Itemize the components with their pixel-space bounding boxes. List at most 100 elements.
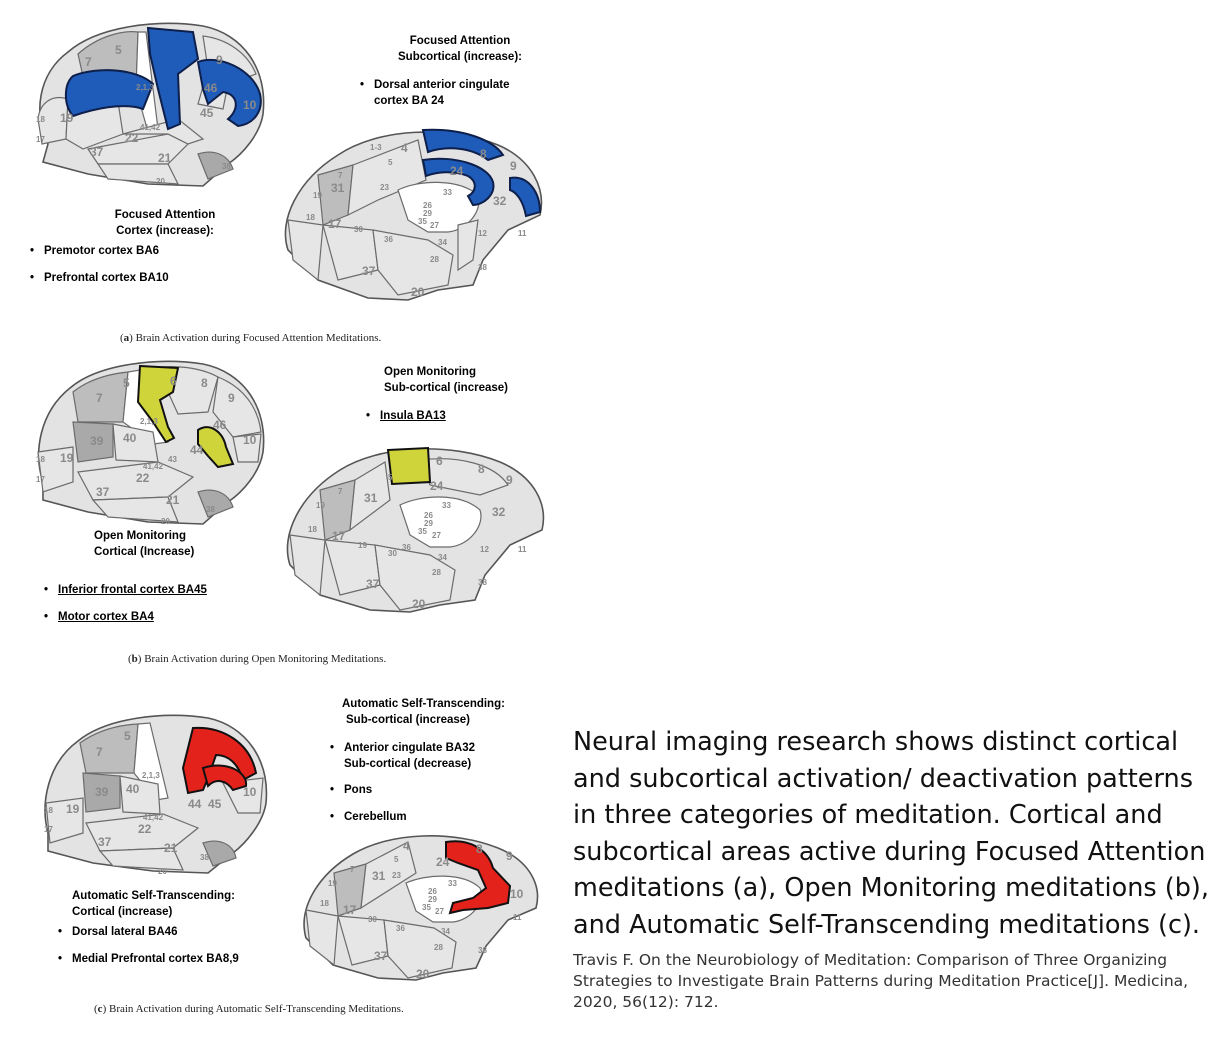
list-item: Dorsal lateral BA46 [58, 924, 298, 940]
med-b-label: 26 [424, 511, 433, 520]
med-a-label: 8 [480, 147, 487, 161]
lat-a-label: 45 [200, 106, 214, 120]
lat-a-label: 38 [222, 162, 231, 171]
med-b-label: 29 [424, 519, 433, 528]
lat-c-label: 39 [95, 785, 109, 799]
label-a-cortical-title: Focused Attention Cortex (increase): [30, 207, 260, 239]
label-c-subcortical-title: Automatic Self-Transcending: Sub-cortica… [330, 696, 560, 728]
label-a-cortical: Focused Attention Cortex (increase): Pre… [30, 207, 260, 297]
lat-c-label: 17 [44, 825, 53, 834]
caption-text: Brain Activation during Focused Attentio… [132, 332, 382, 344]
med-c-label: 26 [428, 887, 437, 896]
lat-a-label: 20 [156, 177, 165, 186]
med-b-label: 34 [438, 553, 447, 562]
med-c-label: 29 [428, 895, 437, 904]
caption-letter: b [131, 653, 138, 665]
med-a-label: 11 [518, 229, 527, 238]
med-c-label: 30 [368, 915, 377, 924]
lat-b-label: 41,42 [143, 462, 164, 471]
medial-brain-diagram-a: 1-3 4 8 9 31 23 33 32 26 29 35 27 19 18 … [278, 120, 548, 305]
med-b-label: 38 [478, 578, 487, 587]
lat-c-label: 41,42 [143, 813, 164, 822]
title-line: Cortical (Increase) [94, 546, 195, 558]
med-c-label: 18 [320, 899, 329, 908]
lat-a-label: 9 [216, 53, 223, 67]
med-b-label: 37 [366, 577, 380, 591]
med-a-label: 20 [411, 285, 425, 299]
caption-letter: a [123, 332, 130, 344]
medial-brain-diagram-c: 4 8 9 24 33 10 31 23 26 29 35 27 19 18 1… [298, 828, 543, 988]
med-c-label: 27 [435, 907, 444, 916]
lat-b-label: 2,1,3 [140, 417, 158, 426]
lat-b-label: 6 [170, 374, 177, 388]
lat-b-label: 18 [36, 455, 45, 464]
lat-a-label: 46 [204, 81, 218, 95]
lat-c-label: 44 [188, 797, 202, 811]
med-c-label: 33 [448, 879, 457, 888]
lat-b-label: 21 [166, 493, 180, 507]
lat-b-label: 5 [123, 376, 130, 390]
label-a-subcortical: Focused Attention Subcortical (increase)… [360, 33, 560, 109]
lat-b-label: 17 [36, 475, 45, 484]
lat-a-label: 22 [125, 131, 139, 145]
lat-c-label: 37 [98, 835, 112, 849]
med-a-label: 33 [443, 188, 452, 197]
medial-brain-diagram-b: 6 8 9 24 33 32 26 29 35 27 31 19 18 17 1… [280, 440, 550, 615]
med-c-label: 9 [506, 849, 513, 863]
list-item: Pons [330, 782, 560, 798]
med-b-label: 7 [338, 487, 343, 496]
lat-b-label: 20 [161, 517, 170, 526]
med-c-label: 7 [350, 865, 355, 874]
lat-b-label: 38 [206, 505, 215, 514]
med-b-label: 5 [388, 473, 393, 482]
caption-letter: c [97, 1003, 103, 1015]
lat-b-label: 46 [213, 418, 227, 432]
lat-a-label: 41,42 [140, 123, 161, 132]
panel-b: 5 6 8 7 9 46 10 44 39 40 2,1,3 18 19 41,… [0, 352, 560, 682]
med-b-label: 17 [332, 529, 346, 543]
label-b-cortical-list: Inferior frontal cortex BA45 Motor corte… [44, 582, 274, 625]
list-item: Premotor cortex BA6 [30, 243, 260, 259]
lat-c-label: 19 [66, 802, 80, 816]
med-a-label: 19 [313, 191, 322, 200]
med-a-label: 37 [362, 264, 376, 278]
lat-c-label: 40 [126, 782, 140, 796]
label-c-cortical: Automatic Self-Transcending: Cortical (i… [58, 888, 298, 978]
list-item: Medial Prefrontal cortex BA8,9 [58, 951, 298, 967]
lat-c-label: 18 [44, 806, 53, 815]
lat-c-label: 38 [200, 853, 209, 862]
reference-citation: Travis F. On the Neurobiology of Meditat… [573, 951, 1189, 1011]
med-c-label: 8 [476, 842, 483, 856]
lat-c-label: 45 [208, 797, 222, 811]
med-c-label: 37 [374, 949, 388, 963]
label-b-cortical: Open Monitoring Cortical (Increase) Infe… [44, 528, 274, 636]
caption-text: Brain Activation during Automatic Self-T… [106, 1003, 404, 1015]
med-c-label: 23 [392, 871, 401, 880]
med-b-label: 36 [402, 543, 411, 552]
lat-c-label: 10 [243, 785, 257, 799]
title-line: Focused Attention [409, 35, 511, 47]
lat-b-label: 37 [96, 485, 110, 499]
lat-a-label: 5 [115, 43, 122, 57]
lateral-brain-diagram-b: 5 6 8 7 9 46 10 44 39 40 2,1,3 18 19 41,… [28, 352, 278, 527]
item-text: Anterior cingulate BA32 [344, 742, 475, 754]
item-text: Sub-cortical (decrease) [344, 758, 472, 770]
item-text: Dorsal anterior cingulate [374, 79, 510, 91]
list-item: Cerebellum [330, 809, 560, 825]
title-line: Subcortical (increase): [398, 51, 522, 63]
title-line: Sub-cortical (increase) [384, 382, 508, 394]
med-c-label: 10 [510, 887, 524, 901]
lat-b-label: 39 [90, 434, 104, 448]
lat-b-label: 9 [228, 391, 235, 405]
item-text: Motor cortex BA4 [58, 611, 154, 623]
med-c-label: 35 [422, 903, 431, 912]
description-text: Neural imaging research shows distinct c… [573, 727, 1209, 940]
med-b-label: 8 [478, 462, 485, 476]
caption-a: (a) Brain Activation during Focused Atte… [120, 332, 382, 344]
lat-c-label: 21 [164, 841, 178, 855]
label-c-subcortical: Automatic Self-Transcending: Sub-cortica… [330, 696, 560, 836]
label-c-cortical-list: Dorsal lateral BA46 Medial Prefrontal co… [58, 924, 298, 967]
med-c-label: 24 [436, 855, 450, 869]
